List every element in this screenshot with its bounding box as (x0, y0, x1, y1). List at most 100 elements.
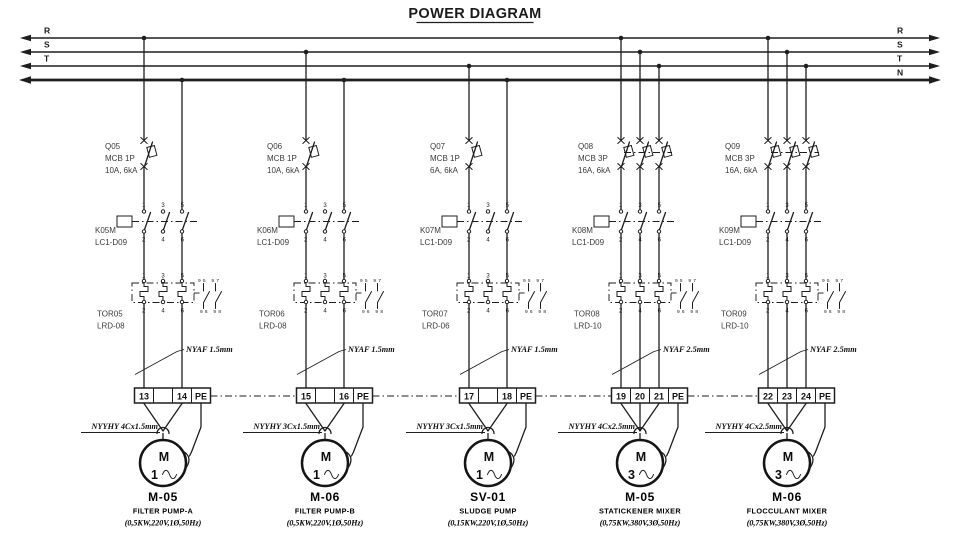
branch-filter-pump-b: Q06 MCB 1P 10A, 6kA 1 3 5 K06M LC1-D09 2… (243, 49, 395, 528)
aux-bottom-terminal-numbers: 96 98 (824, 309, 845, 315)
motor-letter: M (321, 450, 331, 464)
bus-arrow-left-icon (19, 76, 31, 84)
terminal-cell: 15 (301, 392, 311, 402)
motor-spec: (0,5KW,220V,1Ø,50Hz) (125, 519, 202, 528)
overload-bottom-terminal-numbers: 2 4 6 (304, 309, 347, 315)
terminal-cell-pe: PE (672, 392, 684, 402)
overload-name-label: TOR08 (574, 310, 600, 319)
breaker-name-label: Q09 (725, 142, 741, 151)
breaker-rating-label: 16A, 6kA (725, 166, 758, 175)
equipment-name: FLOCCULANT MIXER (747, 507, 828, 516)
aux-bottom-terminal-numbers: 96 98 (362, 309, 383, 315)
overload-bottom-terminal-numbers: 2 4 6 (766, 309, 809, 315)
motor-phase-count: 1 (313, 468, 320, 482)
breaker-name-label: Q08 (578, 142, 594, 151)
contactor-bottom-terminal-numbers: 2 4 6 (467, 238, 510, 244)
aux-bottom-terminal-numbers: 96 98 (200, 309, 221, 315)
breaker-rating-label: 6A, 6kA (430, 166, 459, 175)
motor-spec: (0,15KW,220V,1Ø,50Hz) (448, 519, 529, 528)
overload-top-terminal-numbers: 1 3 5 (619, 274, 662, 280)
overload-name-label: TOR05 (97, 310, 123, 319)
overload-name-label: TOR07 (422, 310, 448, 319)
equipment-name: STATICKENER MIXER (599, 507, 681, 516)
motor-tag: M-05 (148, 490, 178, 504)
terminal-cell: 24 (801, 392, 811, 402)
branch-sludge-pump: Q07 MCB 1P 6A, 6kA 1 3 5 K07M LC1-D09 2 … (406, 63, 558, 528)
contactor-type-label: LC1-D09 (95, 238, 128, 247)
contactor-top-terminal-numbers: 1 3 5 (766, 203, 809, 209)
bus-arrow-left-icon (20, 62, 31, 70)
branch-filter-pump-a: Q05 MCB 1P 10A, 6kA 1 3 5 K05M LC1-D09 2… (81, 35, 233, 528)
cable-size-label: NYYHY 4Cx1.5mm (90, 422, 158, 431)
motor-letter: M (636, 450, 646, 464)
contactor-name-label: K07M (420, 226, 441, 235)
page-title: POWER DIAGRAM (408, 6, 541, 22)
breaker-name-label: Q06 (267, 142, 283, 151)
contactor-name-label: K08M (572, 226, 593, 235)
power-buses: R S T R S T N (19, 26, 941, 84)
bus-arrow-right-icon (929, 76, 941, 84)
bus-label-right: S (897, 40, 903, 50)
contactor-bottom-terminal-numbers: 2 4 6 (142, 238, 185, 244)
bus-arrow-right-icon (929, 62, 940, 70)
contactor-name-label: K09M (719, 226, 740, 235)
terminal-cell: 23 (782, 392, 792, 402)
overload-type-label: LRD-08 (97, 322, 125, 331)
cable-size-label: NYYHY 4Cx2.5mm (714, 422, 782, 431)
motor-phase-count: 1 (476, 468, 483, 482)
overload-top-terminal-numbers: 1 3 5 (304, 274, 347, 280)
motor-tag: M-06 (310, 490, 340, 504)
wire-size-label: NYAF 1.5mm (347, 345, 395, 354)
motor-letter: M (484, 450, 494, 464)
overload-name-label: TOR09 (721, 310, 747, 319)
contactor-bottom-terminal-numbers: 2 4 6 (304, 238, 347, 244)
contactor-bottom-terminal-numbers: 2 4 6 (619, 238, 662, 244)
aux-top-terminal-numbers: 95 97 (523, 278, 544, 284)
motor-phase-count: 3 (628, 468, 635, 482)
terminal-cell: 21 (654, 392, 664, 402)
wire-size-label: NYAF 2.5mm (662, 345, 710, 354)
wire-size-label: NYAF 2.5mm (809, 345, 857, 354)
bus-label-right: R (897, 26, 903, 36)
contactor-top-terminal-numbers: 1 3 5 (304, 203, 347, 209)
bus-label-left: R (44, 26, 50, 36)
terminal-cell: 19 (616, 392, 626, 402)
terminal-cell: 17 (464, 392, 474, 402)
breaker-type-label: MCB 3P (578, 154, 608, 163)
motor-tag: SV-01 (470, 490, 506, 504)
contactor-type-label: LC1-D09 (719, 238, 752, 247)
bus-arrow-right-icon (929, 34, 940, 42)
contactor-name-label: K06M (257, 226, 278, 235)
wire-size-label: NYAF 1.5mm (510, 345, 558, 354)
contactor-type-label: LC1-D09 (257, 238, 290, 247)
motor-tag: M-05 (625, 490, 655, 504)
breaker-name-label: Q07 (430, 142, 446, 151)
overload-name-label: TOR06 (259, 310, 285, 319)
bus-arrow-right-icon (929, 48, 940, 56)
bus-label-left: S (44, 40, 50, 50)
terminal-cell-pe: PE (520, 392, 532, 402)
overload-bottom-terminal-numbers: 2 4 6 (142, 309, 185, 315)
contactor-bottom-terminal-numbers: 2 4 6 (766, 238, 809, 244)
breaker-type-label: MCB 3P (725, 154, 755, 163)
contactor-top-terminal-numbers: 1 3 5 (467, 203, 510, 209)
bus-label-right: N (897, 68, 903, 78)
contactor-top-terminal-numbers: 1 3 5 (142, 203, 185, 209)
terminal-cell: 18 (502, 392, 512, 402)
bus-label-right: T (897, 54, 903, 64)
equipment-name: FILTER PUMP-B (295, 507, 355, 516)
bus-arrow-left-icon (20, 34, 31, 42)
aux-bottom-terminal-numbers: 96 98 (677, 309, 698, 315)
equipment-name: SLUDGE PUMP (459, 507, 516, 516)
wire-size-label: NYAF 1.5mm (185, 345, 233, 354)
terminal-cell: 13 (139, 392, 149, 402)
overload-top-terminal-numbers: 1 3 5 (766, 274, 809, 280)
terminal-cell: 14 (177, 392, 187, 402)
contactor-type-label: LC1-D09 (572, 238, 605, 247)
overload-top-terminal-numbers: 1 3 5 (142, 274, 185, 280)
motor-phase-count: 1 (151, 468, 158, 482)
terminal-cell-pe: PE (195, 392, 207, 402)
breaker-rating-label: 10A, 6kA (105, 166, 138, 175)
branch-flocculant-mixer: Q09 MCB 3P 16A, 6kA 1 3 5 K09M LC1-D09 2… (705, 36, 857, 528)
